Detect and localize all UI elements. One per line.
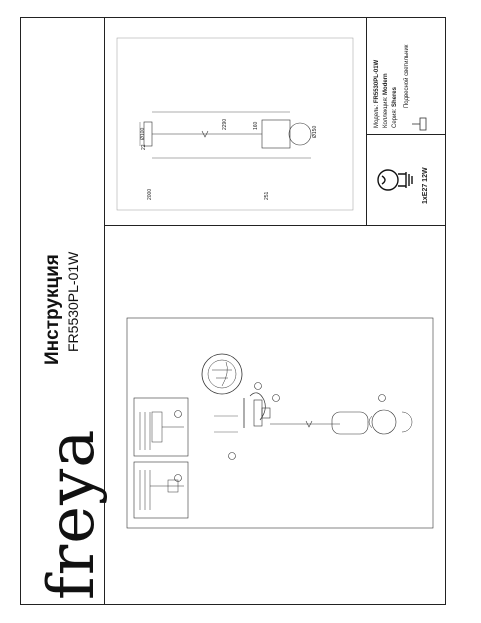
divider-vertical: [104, 17, 105, 605]
spec-divider-lamp: [366, 134, 446, 135]
lightbulb-icon: [377, 169, 413, 191]
divider-horizontal: [104, 225, 446, 226]
dimension-drawing: [116, 37, 354, 211]
page-frame: [20, 17, 446, 605]
pendant-icon: [412, 117, 427, 131]
assembly-drawing: [126, 317, 434, 529]
spec-divider: [366, 17, 367, 225]
